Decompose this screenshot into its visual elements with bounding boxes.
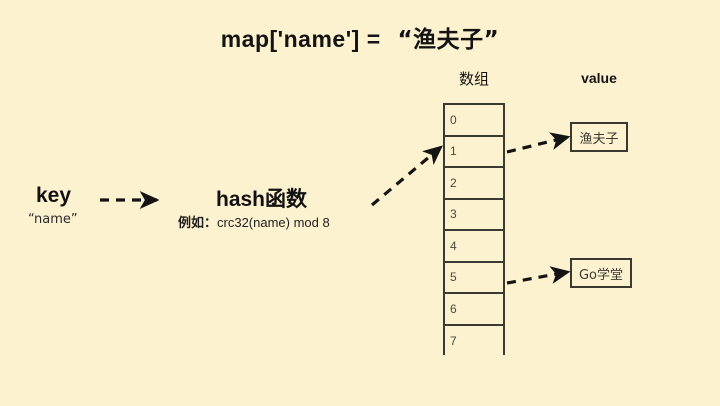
arrow-cell1-to-value0 <box>506 132 571 154</box>
key-value: “name” <box>28 212 78 227</box>
array-cell-index: 7 <box>450 334 457 349</box>
value-box-text: Go学堂 <box>578 267 624 283</box>
array-cell-index: 3 <box>450 207 457 222</box>
hash-label-latin: hash <box>216 188 266 211</box>
hash-example-formula: crc32(name) mod 8 <box>217 215 330 230</box>
value-box-text: 渔夫子 <box>579 131 619 147</box>
array-cell[interactable]: 2 <box>445 168 503 200</box>
arrow-cell5-to-value1 <box>506 266 571 285</box>
page-title: map['name'] = “渔夫子” <box>0 20 720 54</box>
array-cell-index: 6 <box>450 301 457 316</box>
array-cell[interactable]: 0 <box>445 105 503 137</box>
array-cell-index: 0 <box>450 112 457 127</box>
hash-array: 0 1 2 3 4 5 6 7 <box>443 103 505 357</box>
array-cell-index: 5 <box>450 270 457 285</box>
hash-function-label: hash函数 <box>216 183 307 213</box>
array-cell[interactable]: 1 <box>445 136 503 168</box>
value-header-label: value <box>581 70 617 86</box>
value-box[interactable]: Go学堂 <box>570 258 632 288</box>
hash-example-prefix: 例如： <box>178 216 218 231</box>
value-box[interactable]: 渔夫子 <box>570 122 628 152</box>
array-cell-index: 2 <box>450 175 457 190</box>
array-cell[interactable]: 7 <box>445 325 503 357</box>
array-cell[interactable]: 5 <box>445 262 503 294</box>
title-expression: map['name'] = <box>220 26 388 52</box>
array-cell[interactable]: 3 <box>445 199 503 231</box>
array-cell-index: 4 <box>450 238 457 253</box>
title-quoted-value: “渔夫子” <box>397 27 500 53</box>
arrow-hash-to-array <box>370 145 443 207</box>
array-cell[interactable]: 4 <box>445 231 503 263</box>
hash-label-zh: 函数 <box>265 187 308 211</box>
hash-example: 例如：crc32(name) mod 8 <box>178 212 330 231</box>
array-header-label: 数组 <box>458 70 489 88</box>
array-cell[interactable]: 6 <box>445 294 503 326</box>
key-label: key <box>36 184 72 207</box>
array-cell-index: 1 <box>450 144 457 159</box>
